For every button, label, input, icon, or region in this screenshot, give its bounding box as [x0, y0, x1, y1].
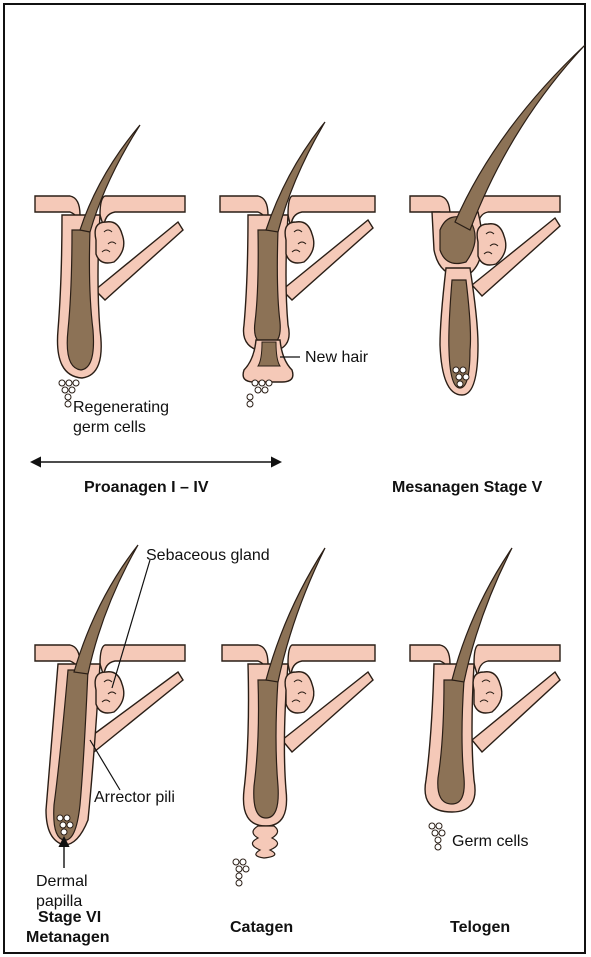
label-new-hair: New hair [305, 349, 369, 366]
hair-bulb [255, 230, 281, 344]
new-hair-bulb [449, 280, 471, 388]
arrector-pili-leader [90, 740, 120, 790]
stage-mesanagen: Mesanagen Stage V [392, 479, 543, 496]
stage-telogen: Telogen [450, 919, 510, 936]
germ-cells [233, 859, 249, 886]
label-germ-cells-regen: germ cells [73, 419, 146, 436]
label-papilla: papilla [36, 893, 82, 910]
germ-cells [429, 823, 445, 850]
label-dermal: Dermal [36, 873, 88, 890]
stage-catagen: Catagen [230, 919, 293, 936]
label-regenerating: Regenerating [73, 399, 169, 416]
follicle-mesanagen [410, 45, 585, 395]
epidermis-skin-right [474, 196, 560, 228]
label-arrector-pili: Arrector pili [94, 789, 175, 806]
label-germ-cells: Germ cells [452, 833, 528, 850]
regressing-strand [252, 826, 277, 858]
follicle-metanagen [35, 545, 185, 868]
germ-cells [247, 380, 272, 407]
stage-proanagen: Proanagen I – IV [84, 479, 209, 496]
stage-metanagen-line2: Metanagen [26, 929, 110, 946]
label-sebaceous-gland: Sebaceous gland [146, 547, 270, 564]
follicle-telogen [410, 548, 560, 850]
follicle-catagen [222, 548, 375, 886]
stage-metanagen-line1: Stage VI [38, 909, 101, 926]
hair-shaft [80, 125, 140, 232]
follicle-proanagen-early [35, 125, 185, 407]
